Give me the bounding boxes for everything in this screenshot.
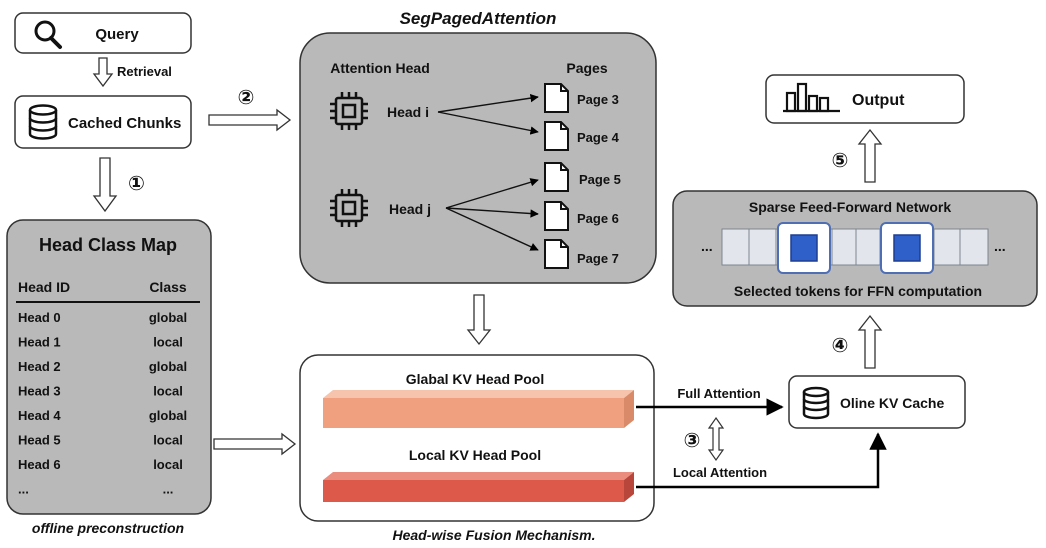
head-id-cell: ... [18,482,29,497]
step5-number: ⑤ [832,150,849,172]
seg-paged-attention-title: SegPagedAttention [400,9,557,28]
token-strip [721,228,989,266]
fusion-caption: Head-wise Fusion Mechanism. [392,527,595,543]
head-class-cell: local [153,457,183,472]
cached-chunks-box: Cached Chunks [14,95,192,149]
page-label: Page 5 [579,172,621,187]
selected-token [880,222,934,274]
page-label: Page 6 [577,211,619,226]
page-item: Page 6 [544,201,619,231]
attention-head-label: Attention Head [330,60,430,76]
cached-chunks-label: Cached Chunks [68,115,181,132]
page-item: Page 4 [544,121,620,151]
head-class-cell: global [149,408,187,423]
document-icon [544,239,569,269]
head-id-cell: Head 3 [18,384,61,399]
online-kv-cache-label: Oline KV Cache [840,395,944,411]
head-i-label: Head i [387,104,429,120]
full-attention-label: Full Attention [677,386,760,401]
retrieval-arrow [92,57,114,88]
pages-label: Pages [566,60,607,76]
document-icon [544,83,569,113]
head-class-map-title: Head Class Map [39,235,177,255]
page-label: Page 3 [577,92,619,107]
database-icon [802,386,830,420]
head-class-map-panel: Head Class Map Head ID Class Head 0 globa… [6,219,212,515]
head-id-cell: Head 6 [18,457,61,472]
document-icon [544,201,569,231]
class-header: Class [149,279,187,295]
seg-to-fusion-arrow [466,294,492,346]
global-kv-pool-bar [323,390,634,428]
document-icon [544,121,569,151]
global-pool-label: Glabal KV Head Pool [406,371,544,387]
head-j-label: Head j [389,201,431,217]
step2-number: ② [238,87,255,109]
local-attention-arrow [636,432,887,489]
local-attention-label: Local Attention [673,465,767,480]
head-id-cell: Head 2 [18,359,61,374]
local-pool-label: Local KV Head Pool [409,447,541,463]
head-id-cell: Head 4 [18,408,61,423]
step1-number: ① [128,173,145,195]
step4-arrow [857,314,883,369]
ellipsis-right: ... [994,238,1006,254]
output-label: Output [852,92,905,109]
chip-icon [330,92,368,130]
output-box: Output [765,74,965,124]
head-class-cell: global [149,359,187,374]
chip-icon [330,189,368,227]
database-icon [28,104,58,140]
page-item: Page 5 [544,162,621,192]
page-item: Page 7 [544,239,619,269]
page-label: Page 4 [577,130,620,145]
head-id-cell: Head 5 [18,433,61,448]
bar-chart-icon [783,82,840,113]
head-to-page-arrows [437,93,539,251]
head-id-header: Head ID [18,279,70,295]
head-class-cell: local [153,335,183,350]
step3-number: ③ [684,430,701,452]
query-label: Query [95,26,139,43]
head-class-cell: global [149,310,187,325]
seg-paged-attention-panel: Attention Head Pages Head i Head j Pa [299,32,657,284]
head-id-cell: Head 1 [18,335,61,350]
head-class-cell: local [153,384,183,399]
ellipsis-left: ... [701,238,713,254]
fusion-panel: Glabal KV Head Pool Local KV Head Pool [299,354,655,522]
step4-number: ④ [832,335,849,357]
retrieval-label: Retrieval [117,64,172,79]
local-kv-pool-bar [323,472,634,502]
step2-arrow [208,108,292,132]
search-icon [34,20,62,49]
step1-arrow [92,157,118,213]
page-item: Page 3 [544,83,619,113]
head-id-cell: Head 0 [18,310,61,325]
selected-token [777,222,831,274]
online-kv-cache-box: Oline KV Cache [788,375,966,429]
head-class-cell: ... [163,482,174,497]
query-box: Query [14,12,192,54]
offline-caption: offline preconstruction [32,520,184,536]
sparse-ffn-caption: Selected tokens for FFN computation [734,283,982,299]
sparse-ffn-title: Sparse Feed-Forward Network [749,199,951,215]
sparse-ffn-panel: Sparse Feed-Forward Network ... ... Sele… [672,190,1038,307]
step5-arrow [857,128,883,183]
step3-double-arrow [707,416,725,462]
page-label: Page 7 [577,251,619,266]
hcm-to-fusion-arrow [213,432,297,456]
document-icon [544,162,569,192]
head-class-cell: local [153,433,183,448]
